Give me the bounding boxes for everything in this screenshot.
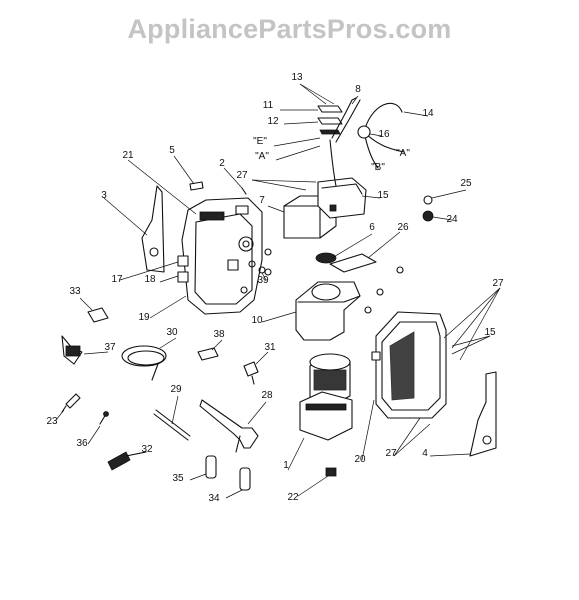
callout-label: 27 [236, 170, 248, 181]
callout-label: 15 [484, 327, 496, 338]
part-13-11-12-clips [273, 83, 343, 161]
callout-label: 13 [291, 72, 303, 83]
part-28-spray-gun [199, 399, 267, 453]
part-21-left-housing [119, 159, 272, 319]
callout-label: 27 [492, 278, 504, 289]
callout-label: 15 [377, 190, 389, 201]
part-5-tab [173, 155, 204, 191]
callout-label: 35 [172, 473, 184, 484]
callout-label: 16 [378, 129, 390, 140]
callout-label: 32 [141, 444, 153, 455]
callout-label: 26 [397, 222, 409, 233]
callout-label: 10 [251, 315, 263, 326]
part-2-screw [223, 167, 247, 195]
part-37-coupler [61, 335, 109, 365]
part-38-clip [197, 339, 223, 361]
callout-label: 28 [261, 390, 273, 401]
callout-label: 11 [263, 100, 274, 111]
callout-label: 8 [355, 84, 361, 95]
part-22-fitting [297, 467, 337, 497]
callout-label: "A" [396, 148, 410, 159]
callout-label: 3 [101, 190, 107, 201]
callout-label: 30 [166, 327, 178, 338]
callout-label: 36 [76, 438, 88, 449]
callout-label: 22 [287, 492, 299, 503]
callout-label: 12 [267, 116, 279, 127]
part-8-cord-rod [329, 95, 361, 187]
callout-label: 23 [46, 416, 58, 427]
watermark-text: AppliancePartsPros.com [127, 14, 452, 44]
part-23-tip [55, 393, 81, 421]
callout-label: 25 [460, 178, 472, 189]
callout-label: 18 [144, 274, 156, 285]
part-26-gasket [329, 231, 401, 273]
part-3-left-trim [103, 185, 165, 273]
callout-label: 7 [259, 195, 265, 206]
part-30-hose [121, 337, 177, 381]
callout-label: "B" [371, 162, 385, 173]
callout-label: 1 [283, 460, 289, 471]
part-29-wand [153, 395, 191, 441]
callout-label: "A" [255, 151, 269, 162]
callout-label: 24 [446, 214, 458, 225]
part-33-plate [79, 297, 109, 323]
callout-label: 5 [169, 145, 175, 156]
callout-label: 4 [422, 448, 428, 459]
callout-label: 14 [422, 108, 434, 119]
part-35-canister [189, 455, 217, 481]
part-39-screw [258, 266, 267, 281]
part-31-nozzle [243, 351, 269, 385]
part-25-washer [423, 189, 467, 205]
part-27-right-housing [361, 266, 501, 461]
callout-label: 2 [219, 158, 225, 169]
part-6-filter [315, 233, 373, 264]
part-24-nut [422, 210, 453, 222]
callout-label: 31 [264, 342, 276, 353]
callout-label: 17 [111, 274, 123, 285]
part-10-motor-shroud [261, 281, 361, 341]
part-1-motor-assembly [287, 353, 353, 471]
part-4-right-trim [429, 371, 497, 457]
callout-label: 38 [213, 329, 225, 340]
callout-label: 33 [69, 286, 81, 297]
callout-label: 6 [369, 222, 375, 233]
callout-label: 21 [122, 150, 134, 161]
part-34-bottle [225, 467, 251, 499]
callout-label: 20 [354, 454, 366, 465]
callout-label: 37 [104, 342, 116, 353]
callout-label: "E" [253, 136, 267, 147]
part-14-wire-loop [357, 102, 429, 169]
callout-label: 34 [208, 493, 220, 504]
callout-label: 27 [385, 448, 397, 459]
callout-label: 29 [170, 384, 182, 395]
callout-label: 39 [257, 275, 269, 286]
callout-label: 19 [138, 312, 150, 323]
part-36-pin [87, 411, 109, 445]
part-32-brush [107, 451, 147, 471]
part-15-upper-bracket [251, 177, 381, 219]
